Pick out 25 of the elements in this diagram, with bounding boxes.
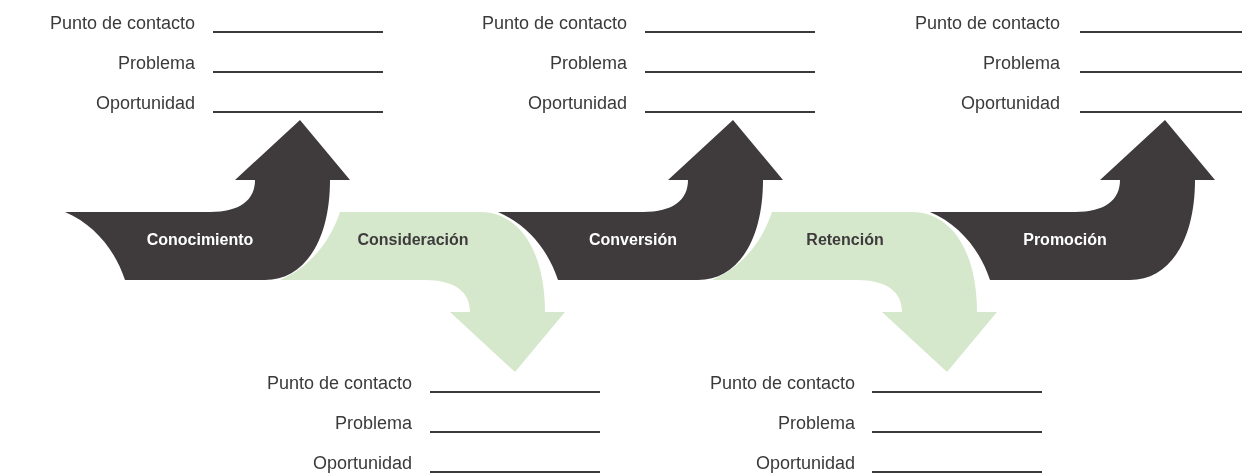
field-label: Punto de contacto: [49, 12, 195, 34]
stage-arrow: [712, 212, 997, 372]
field-label: Punto de contacto: [709, 372, 855, 394]
field-label: Problema: [334, 412, 412, 434]
stage-arrow: [280, 212, 565, 372]
stage-label: Conocimiento: [146, 231, 254, 249]
field-label: Problema: [982, 52, 1060, 74]
field-label: Punto de contacto: [266, 372, 412, 394]
stage-arrow: [65, 120, 350, 280]
stage-arrow: [498, 120, 783, 280]
stage-label: Retención: [806, 231, 884, 249]
field-label: Oportunidad: [960, 92, 1060, 114]
field-label: Oportunidad: [95, 92, 195, 114]
field-label: Problema: [549, 52, 627, 74]
field-label: Punto de contacto: [914, 12, 1060, 34]
stage-arrow: [930, 120, 1215, 280]
field-label: Punto de contacto: [481, 12, 627, 34]
stage-label: Promoción: [1023, 231, 1107, 249]
field-label: Problema: [117, 52, 195, 74]
stage-label: Consideración: [357, 231, 469, 249]
field-label: Problema: [777, 412, 855, 434]
stage-label: Conversión: [589, 231, 677, 249]
field-label: Oportunidad: [312, 452, 412, 474]
field-label: Oportunidad: [755, 452, 855, 474]
field-label: Oportunidad: [527, 92, 627, 114]
